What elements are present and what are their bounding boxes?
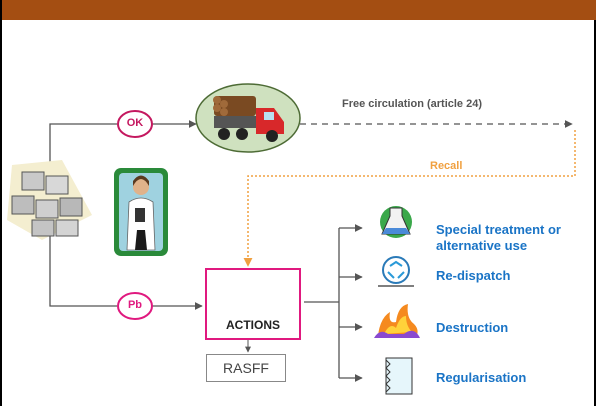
ok-badge (117, 110, 153, 138)
outcome-special-treatment-line1: Special treatment or (436, 222, 561, 237)
pb-label: Pb (127, 299, 143, 311)
outcome-redispatch: Re-dispatch (436, 268, 511, 283)
outcome-destruction: Destruction (436, 320, 509, 335)
document-icon (385, 357, 413, 395)
recycle-icon (378, 256, 414, 287)
stacked-boxes-icon (7, 160, 92, 240)
ok-label: OK (126, 117, 144, 129)
inspector-icon (114, 168, 168, 256)
recall-label: Recall (430, 160, 463, 172)
pb-badge (117, 292, 153, 320)
fire-icon (374, 304, 420, 338)
outcome-special-treatment-line2: alternative use (436, 238, 528, 253)
rasff-box: RASFF (206, 354, 286, 382)
flask-icon (380, 206, 412, 238)
actions-label: ACTIONS (226, 318, 280, 332)
header-bar (2, 0, 596, 20)
recall-arrow (243, 130, 576, 267)
log-truck-icon (195, 83, 301, 153)
outcome-regularisation: Regularisation (436, 370, 527, 385)
free-circulation-label: Free circulation (article 24) (342, 98, 482, 110)
actions-box: ACTIONS (205, 268, 301, 340)
flow-lines (49, 120, 573, 382)
